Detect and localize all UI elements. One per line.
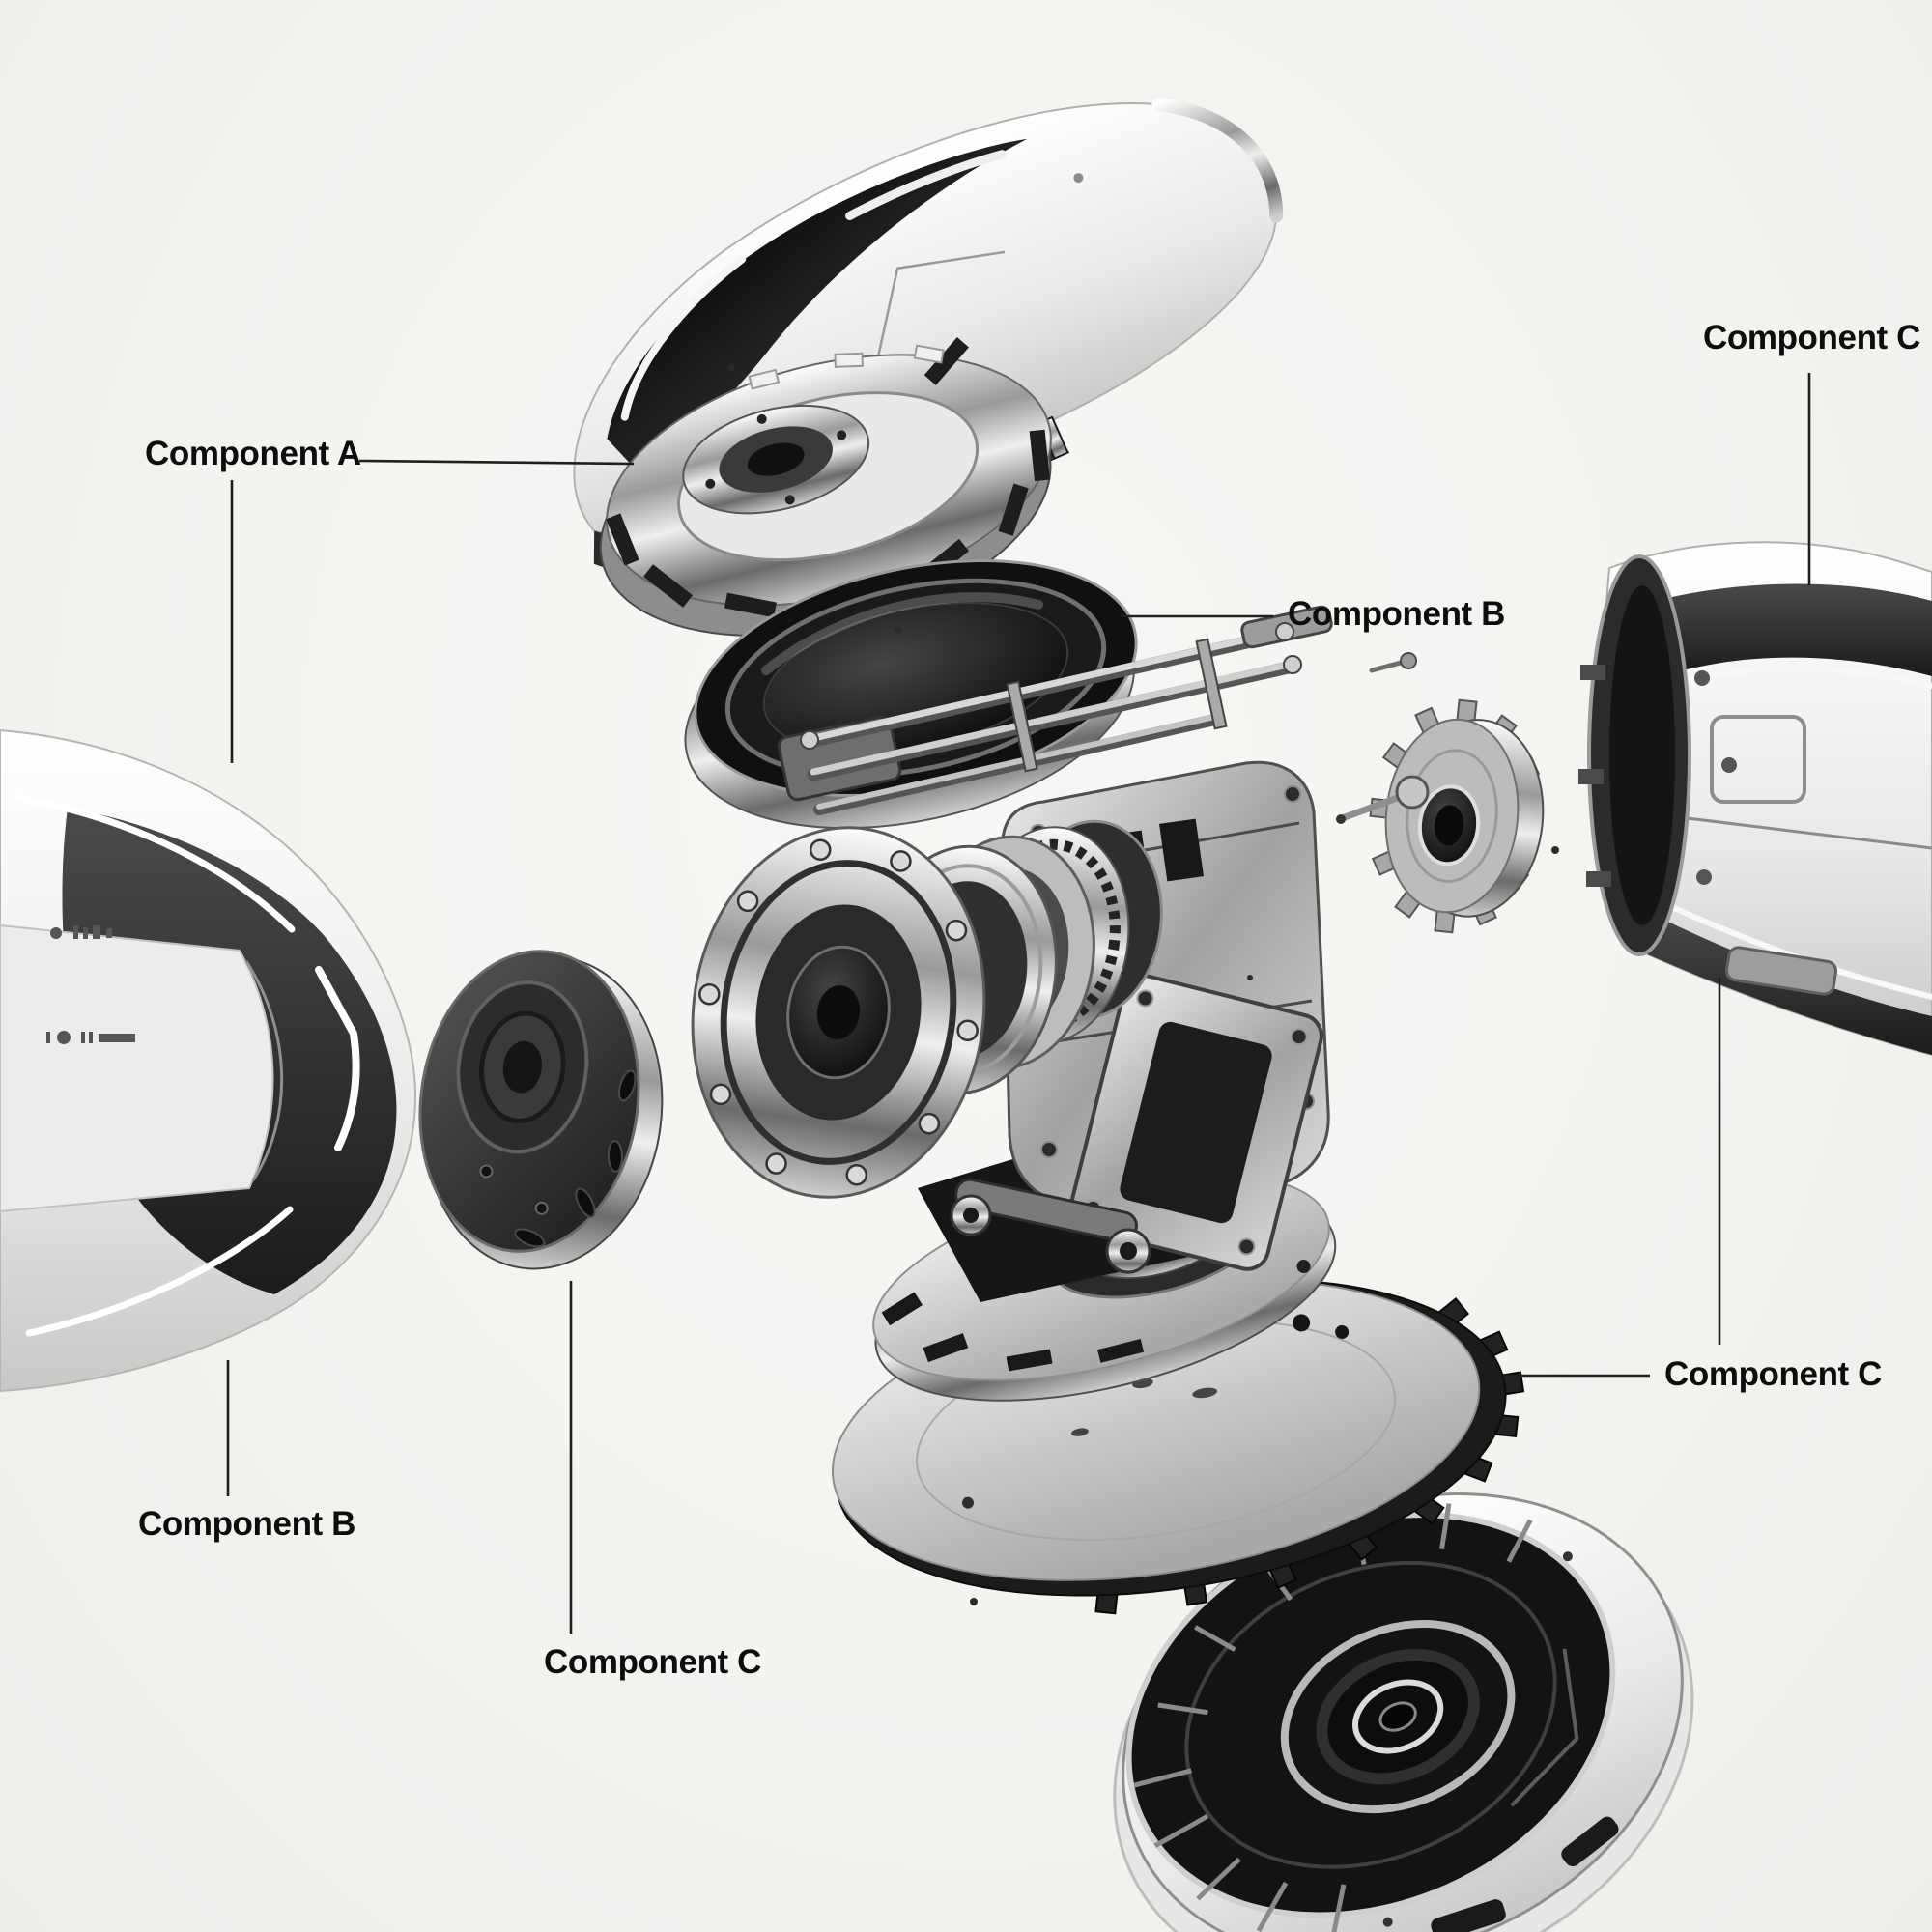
right-housing-stripe-top	[1663, 583, 1932, 676]
ring-tabs	[748, 344, 945, 390]
label-component-b-middle: Component B	[1288, 595, 1506, 633]
floating-pin	[1336, 775, 1430, 824]
central-gearbox-part	[691, 605, 1333, 1302]
debris-specks	[727, 364, 1559, 1605]
bowl-hub	[1280, 1620, 1516, 1814]
gearbox-linkage	[950, 1178, 1151, 1274]
driver-slots	[514, 1069, 637, 1248]
left-housing-part	[0, 728, 417, 1393]
label-component-b-bottom-left: Component B	[138, 1505, 356, 1543]
ring-hub	[682, 404, 870, 515]
leader-component-a-horizontal	[358, 459, 635, 466]
leader-lines	[226, 373, 1811, 1634]
label-component-c-bottom: Component C	[544, 1643, 762, 1681]
canopy-glass	[607, 138, 1028, 467]
gearbox-right-frame	[1068, 974, 1323, 1271]
left-housing-panel	[0, 923, 274, 1213]
ported-driver-disc-part	[418, 950, 664, 1270]
label-component-a: Component A	[145, 435, 361, 472]
right-housing-rim	[1578, 554, 1691, 956]
label-component-c-top-right: Component C	[1703, 319, 1921, 356]
gearbox-flange	[691, 826, 986, 1199]
left-housing-markings	[46, 925, 135, 1044]
right-housing-part	[1578, 541, 1932, 1057]
loose-screw	[1369, 652, 1417, 673]
flange-bolts	[698, 838, 979, 1186]
sprocket-gear-part	[1369, 698, 1545, 934]
gearbox-top-rails	[777, 605, 1333, 815]
label-component-c-right: Component C	[1664, 1355, 1883, 1393]
bottom-bowl-shell-part	[1113, 1492, 1694, 1932]
